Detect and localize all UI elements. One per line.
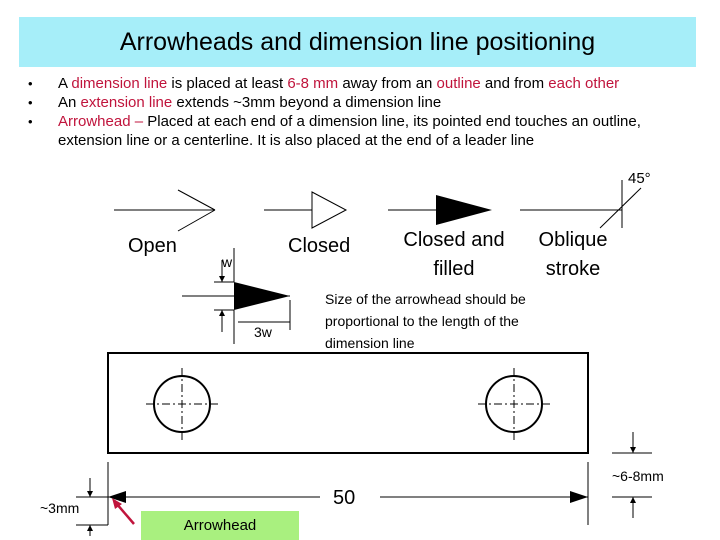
part-outline bbox=[107, 352, 589, 454]
bullet-text-run: and from bbox=[480, 75, 549, 92]
bullet-text-run: each other bbox=[548, 75, 620, 92]
proportion-note: Size of the arrowhead should be proporti… bbox=[325, 291, 526, 351]
extension-label: ~3mm bbox=[40, 500, 80, 516]
bullet-text-run: outline bbox=[436, 75, 481, 92]
bullet-text-run: A bbox=[58, 75, 72, 92]
bullet-text-run: Arrowhead – bbox=[58, 113, 144, 130]
closed-arrowhead bbox=[264, 191, 348, 229]
closed-filled-arrowhead bbox=[388, 195, 492, 225]
bullet-dot-icon: • bbox=[28, 76, 33, 91]
slide-title: Arrowheads and dimension line positionin… bbox=[119, 27, 596, 56]
bullet-item: • A dimension line is placed at least 6-8… bbox=[28, 74, 678, 93]
bullet-text-run: dimension line bbox=[71, 75, 168, 92]
arrowhead-label: Arrowhead bbox=[183, 517, 257, 534]
open-label: Open bbox=[128, 235, 177, 257]
angle-label: 45° bbox=[628, 170, 651, 187]
dimension-line bbox=[107, 462, 589, 525]
proportion-diagram bbox=[182, 248, 291, 344]
arrowhead-label-box: Arrowhead bbox=[141, 511, 299, 540]
arrowhead-pointer bbox=[112, 498, 135, 525]
title-bar: Arrowheads and dimension line positionin… bbox=[19, 17, 696, 67]
closed-filled-label: Closed and filled bbox=[403, 229, 505, 280]
bullet-text-run: An bbox=[58, 94, 81, 111]
bullet-text-run: is placed at least bbox=[167, 75, 288, 92]
bullet-text-run: away from an bbox=[338, 75, 437, 92]
bullet-item: • Arrowhead – Placed at each end of a dim… bbox=[28, 112, 678, 150]
gap-label: ~6-8mm bbox=[612, 468, 664, 484]
bullet-dot-icon: • bbox=[28, 114, 33, 129]
bullet-dot-icon: • bbox=[28, 95, 33, 110]
gap-dimension bbox=[612, 432, 652, 518]
three-w-label: 3w bbox=[254, 324, 272, 340]
oblique-stroke-label: Oblique stroke bbox=[538, 229, 608, 280]
bullet-text-run: extension line bbox=[80, 94, 173, 111]
oblique-stroke-terminator bbox=[520, 180, 642, 229]
closed-label: Closed bbox=[288, 235, 351, 257]
bullet-text-run: Placed at each end of a dimension line, … bbox=[58, 113, 641, 149]
bullet-item: • An extension line extends ~3mm beyond a… bbox=[28, 93, 678, 112]
w-label: w bbox=[222, 254, 233, 270]
bullet-text-run: 6-8 mm bbox=[287, 75, 339, 92]
open-arrowhead bbox=[114, 189, 216, 232]
bullet-text-run: extends ~3mm beyond a dimension line bbox=[172, 94, 442, 111]
dimension-value: 50 bbox=[333, 487, 356, 509]
bullet-list: • A dimension line is placed at least 6-8… bbox=[28, 74, 678, 150]
extension-dimension bbox=[76, 478, 108, 536]
